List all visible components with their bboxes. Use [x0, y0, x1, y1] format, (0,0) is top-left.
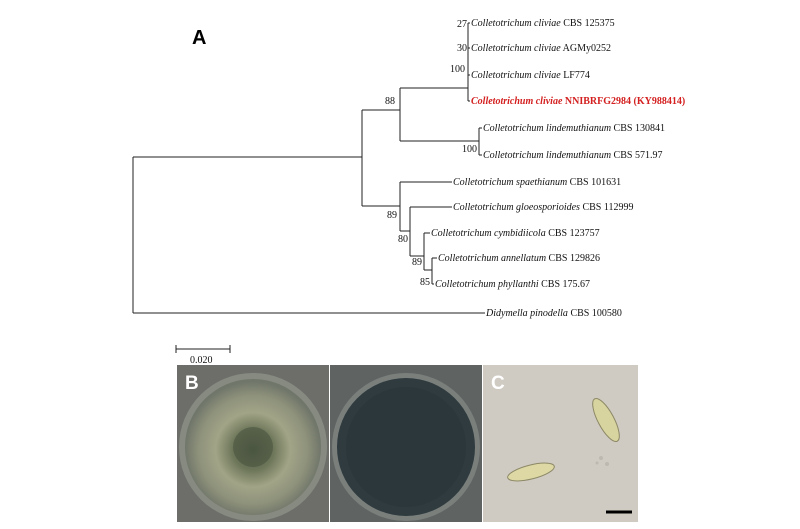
taxon-label: Colletotrichum annellatum CBS 129826	[438, 253, 600, 264]
taxon-label: Colletotrichum gloeosporioides CBS 11299…	[453, 202, 633, 213]
taxon-label: Colletotrichum cliviae CBS 125375	[471, 18, 615, 29]
phylogenetic-tree: A 27 3	[0, 0, 800, 370]
bootstrap-value: 88	[385, 96, 395, 107]
panel-label-a: A	[192, 27, 206, 49]
bootstrap-value: 30	[457, 43, 467, 54]
bootstrap-value: 85	[420, 277, 430, 288]
bootstrap-value: 100	[462, 144, 477, 155]
taxon-label: Colletotrichum cliviae LF774	[471, 70, 590, 81]
taxon-label: Colletotrichum cymbidiicola CBS 123757	[431, 228, 600, 239]
taxon-label-highlighted: Colletotrichum cliviae NNIBRFG2984 (KY98…	[471, 96, 685, 107]
bootstrap-value: 80	[398, 234, 408, 245]
scale-bar: 0.020	[176, 345, 230, 366]
taxon-label: Colletotrichum cliviae AGMy0252	[471, 43, 611, 54]
culture-plate-reverse-photo	[330, 365, 482, 522]
culture-plate-front-photo: B	[177, 365, 329, 522]
taxon-label: Colletotrichum spaethianum CBS 101631	[453, 177, 621, 188]
taxon-label: Didymella pinodella CBS 100580	[485, 308, 622, 319]
taxon-label: Colletotrichum lindemuthianum CBS 130841	[483, 123, 665, 134]
bootstrap-values: 27 30 100 88 100 89 80 89 85	[385, 19, 477, 288]
taxon-label: Colletotrichum phyllanthi CBS 175.67	[435, 279, 590, 290]
bootstrap-value: 89	[412, 257, 422, 268]
bootstrap-value: 27	[457, 19, 467, 30]
tree-branches	[133, 23, 485, 313]
taxon-label: Colletotrichum lindemuthianum CBS 571.97	[483, 150, 662, 161]
bootstrap-value: 89	[387, 210, 397, 221]
bootstrap-value: 100	[450, 64, 465, 75]
panel-label-c: C	[491, 373, 505, 395]
taxon-labels: Colletotrichum cliviae CBS 125375 Collet…	[431, 18, 685, 319]
panel-label-b: B	[185, 373, 199, 395]
conidia-micrograph-photo: C	[483, 365, 638, 522]
